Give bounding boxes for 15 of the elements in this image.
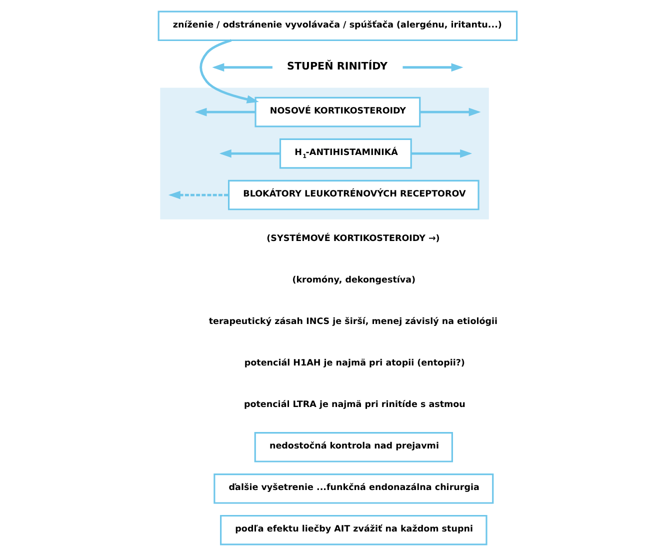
label: potenciál LTRA je najmä pri rinitíde s astmou bbox=[244, 400, 466, 410]
label: (SYSTÉMOVÉ KORTIKOSTEROIDY →) bbox=[266, 234, 440, 244]
node-box: zníženie / odstránenie vyvolávača / spúšťača (alergénu, iritantu...) bbox=[158, 10, 518, 42]
node-box: nedostočná kontrola nad prejavmi bbox=[254, 432, 453, 462]
node-box: ďalšie vyšetrenie ...funkčná endonazálna chirurgia bbox=[214, 473, 494, 504]
label: terapeutický zásah INCS je širší, menej závislý na etiológii bbox=[208, 317, 498, 328]
node-box: NOSOVÉ KORTIKOSTEROIDY bbox=[254, 96, 421, 128]
arrow bbox=[200, 39, 259, 104]
cluster bbox=[160, 88, 489, 220]
node-text: STUPEŇ RINITÍDY bbox=[287, 60, 388, 72]
label: (kromóny, dekongestíva) bbox=[292, 276, 416, 286]
label: potenciál H1AH je najmä pri atopii (entopii?) bbox=[244, 358, 465, 369]
node-box: podľa efektu liečby AIT zvážiť na každom stupni bbox=[220, 514, 488, 546]
node-box: H$_{1}$-ANTIHISTAMINIKÁ bbox=[279, 138, 412, 169]
node-box: BLOKÁTORY LEUKOTRÉNOVÝCH RECEPTOROV bbox=[228, 180, 480, 210]
